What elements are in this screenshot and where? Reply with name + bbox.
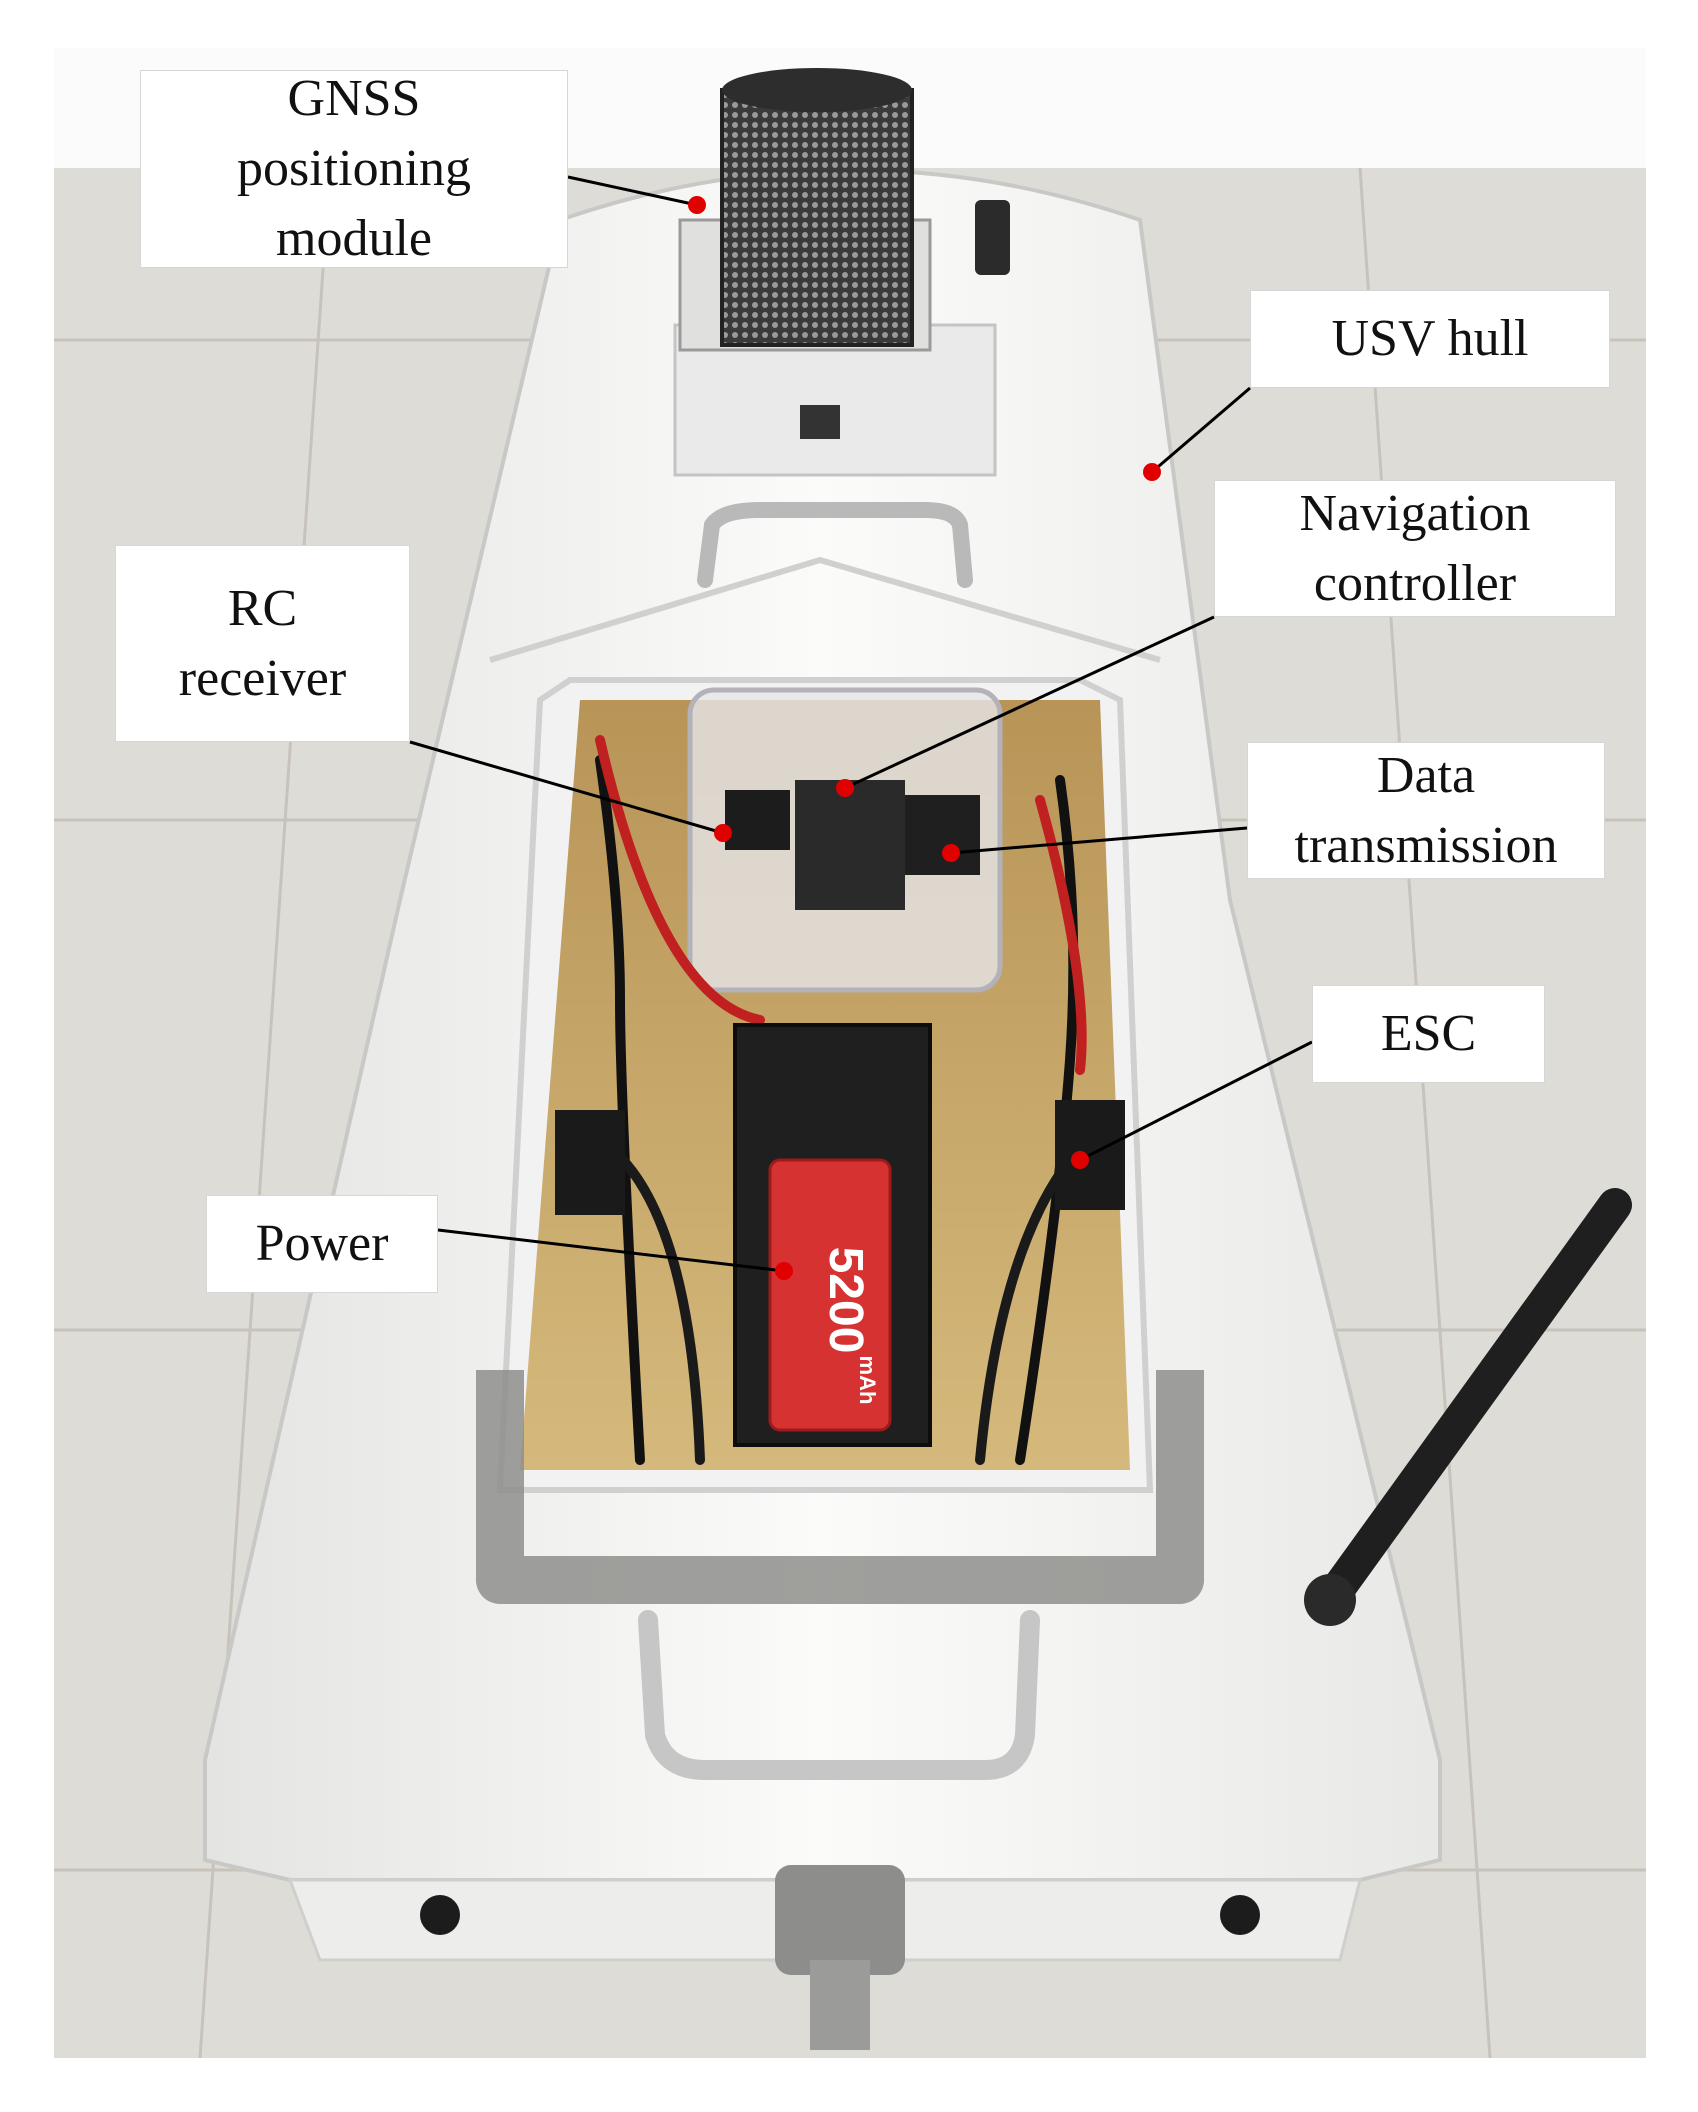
leader-line-rc: [409, 740, 724, 835]
label-esc: ESC: [1312, 985, 1545, 1083]
label-navigation-line-1: Navigation: [1299, 484, 1531, 542]
label-gnss-line-1: GNSS: [287, 70, 421, 127]
leader-line-power: [437, 1228, 785, 1273]
wiring: [595, 735, 1087, 1465]
battery-illustration: 5200 mAh: [733, 1023, 932, 1447]
stern-handle: [638, 1610, 1040, 1780]
markers: [688, 196, 1161, 1280]
label-gnss: GNSS positioning module: [140, 70, 568, 268]
marker-power: [775, 1262, 793, 1280]
battery-unit-text: mAh: [855, 1356, 880, 1405]
controller-box: [687, 687, 1003, 993]
label-gnss-line-2: positioning: [236, 140, 472, 197]
gnss-module-illustration: [673, 68, 1010, 477]
label-navigation-line-2: controller: [1313, 554, 1517, 612]
antenna-illustration: [1304, 1188, 1632, 1626]
leader-line-data-transmission: [950, 826, 1248, 855]
marker-esc: [1071, 1151, 1089, 1169]
label-power: Power: [206, 1195, 438, 1293]
esc-modules: [555, 1100, 1125, 1215]
label-navigation-controller: Navigation controller: [1214, 480, 1616, 617]
leader-line-gnss: [567, 175, 698, 207]
marker-data-transmission: [942, 844, 960, 862]
label-rc-line-2: receiver: [178, 649, 347, 707]
label-usv-hull: USV hull: [1250, 290, 1610, 388]
label-esc-line-1: ESC: [1380, 1005, 1477, 1062]
label-rc-receiver: RC receiver: [115, 545, 410, 742]
leader-line-usv-hull: [1151, 386, 1251, 474]
marker-navigation: [836, 779, 854, 797]
leader-line-navigation: [844, 615, 1215, 790]
label-gnss-line-3: module: [276, 210, 432, 267]
label-data-transmission: Data transmission: [1247, 742, 1605, 879]
label-rc-line-1: RC: [227, 579, 298, 637]
leader-line-esc: [1079, 1040, 1313, 1162]
battery-capacity-text: 5200: [819, 1247, 872, 1354]
label-data-line-2: transmission: [1294, 816, 1558, 874]
marker-rc: [714, 824, 732, 842]
stern-fittings: [420, 1865, 1260, 2050]
marker-gnss: [688, 196, 706, 214]
bow-handle: [697, 502, 973, 588]
leader-lines: [409, 175, 1313, 1273]
label-data-line-1: Data: [1376, 746, 1476, 804]
marker-usv-hull: [1143, 463, 1161, 481]
label-power-line-1: Power: [255, 1215, 389, 1272]
label-usv-hull-line-1: USV hull: [1331, 310, 1529, 367]
